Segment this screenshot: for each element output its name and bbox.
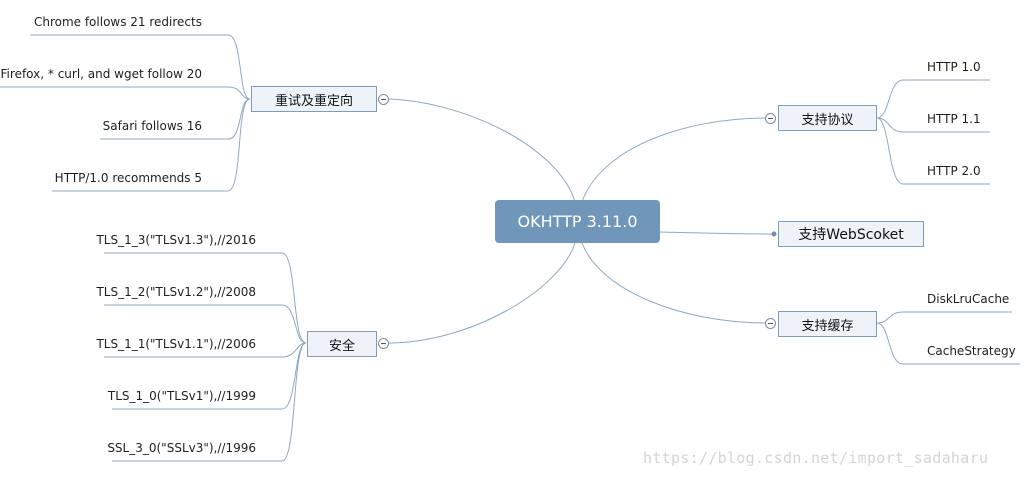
leaf-security-5[interactable]: SSL_3_0("SSLv3"),//1996 (107, 440, 256, 456)
leaf-security-1-label: TLS_1_3("TLSv1.3"),//2016 (96, 233, 256, 247)
link-redirects-3 (100, 98, 251, 140)
leaf-redirects-1-label: Chrome follows 21 redirects (33, 15, 202, 29)
link-cache-1 (876, 311, 1012, 324)
leaf-protocols-2[interactable]: HTTP 1.1 (927, 111, 981, 127)
topic-websocket-label: 支持WebScoket (798, 227, 904, 243)
leaf-security-1[interactable]: TLS_1_3("TLSv1.3"),//2016 (96, 232, 256, 248)
websocket-endpoint-dot (771, 231, 777, 237)
topic-cache[interactable]: 支持缓存 (778, 311, 877, 337)
link-redirects-4 (52, 98, 251, 192)
collapse-protocols-icon[interactable] (765, 113, 776, 124)
link-redirects-1 (30, 34, 251, 100)
central-topic[interactable]: OKHTTP 3.11.0 (495, 200, 660, 243)
leaf-security-3-label: TLS_1_1("TLSv1.1"),//2006 (96, 337, 256, 351)
leaf-protocols-1-label: HTTP 1.0 (927, 60, 981, 74)
topic-protocols[interactable]: 支持协议 (778, 105, 877, 131)
leaf-protocols-1[interactable]: HTTP 1.0 (927, 59, 981, 75)
topic-security-label: 安全 (328, 338, 355, 354)
leaf-security-2-label: TLS_1_2("TLSv1.2"),//2008 (96, 285, 256, 299)
link-cache-2 (876, 322, 1020, 365)
leaf-protocols-3[interactable]: HTTP 2.0 (927, 163, 981, 179)
leaf-redirects-4[interactable]: HTTP/1.0 recommends 5 (55, 170, 202, 186)
leaf-security-2[interactable]: TLS_1_2("TLSv1.2"),//2008 (96, 284, 256, 300)
link-central-cache (581, 242, 769, 324)
leaf-protocols-3-label: HTTP 2.0 (927, 164, 981, 178)
leaf-security-4[interactable]: TLS_1_0("TLSv1"),//1999 (108, 388, 256, 404)
leaf-security-4-label: TLS_1_0("TLSv1"),//1999 (107, 389, 256, 403)
leaf-protocols-2-label: HTTP 1.1 (927, 112, 981, 126)
link-central-websocket (659, 231, 774, 235)
topic-redirects-label: 重试及重定向 (274, 93, 353, 109)
collapse-security-icon[interactable] (378, 338, 389, 349)
link-security-5 (112, 342, 307, 462)
link-central-redirects (387, 98, 576, 203)
link-protocols-3 (876, 117, 990, 185)
leaf-cache-2[interactable]: CacheStrategy (927, 343, 1016, 359)
link-security-2 (104, 304, 307, 344)
topic-websocket[interactable]: 支持WebScoket (778, 221, 924, 247)
link-central-protocols (581, 117, 769, 203)
topic-cache-label: 支持缓存 (801, 318, 854, 334)
topic-redirects[interactable]: 重试及重定向 (251, 86, 377, 112)
link-central-security (387, 242, 576, 344)
central-topic-label: OKHTTP 3.11.0 (517, 212, 638, 231)
collapse-redirects-icon[interactable] (378, 94, 389, 105)
leaf-redirects-4-label: HTTP/1.0 recommends 5 (54, 171, 202, 185)
leaf-cache-2-label: CacheStrategy (927, 344, 1016, 358)
leaf-redirects-3-label: Safari follows 16 (102, 119, 202, 133)
leaf-cache-1-label: DiskLruCache (927, 292, 1010, 306)
link-security-3 (104, 342, 307, 358)
leaf-security-3[interactable]: TLS_1_1("TLSv1.1"),//2006 (96, 336, 256, 352)
link-protocols-2 (876, 117, 990, 133)
leaf-redirects-1[interactable]: Chrome follows 21 redirects (34, 14, 202, 30)
collapse-cache-icon[interactable] (765, 318, 776, 329)
link-protocols-1 (876, 79, 990, 119)
leaf-security-5-label: SSL_3_0("SSLv3"),//1996 (107, 441, 256, 455)
topic-security[interactable]: 安全 (307, 331, 377, 357)
leaf-cache-1[interactable]: DiskLruCache (927, 291, 1009, 307)
leaf-redirects-2-label: Firefox, * curl, and wget follow 20 (0, 67, 202, 81)
link-redirects-2 (0, 86, 251, 100)
topic-protocols-label: 支持协议 (801, 112, 854, 128)
link-security-1 (104, 252, 307, 344)
watermark: https://blog.csdn.net/import_sadaharu (643, 449, 989, 467)
leaf-redirects-3[interactable]: Safari follows 16 (103, 118, 202, 134)
leaf-redirects-2[interactable]: Firefox, * curl, and wget follow 20 (1, 66, 202, 82)
